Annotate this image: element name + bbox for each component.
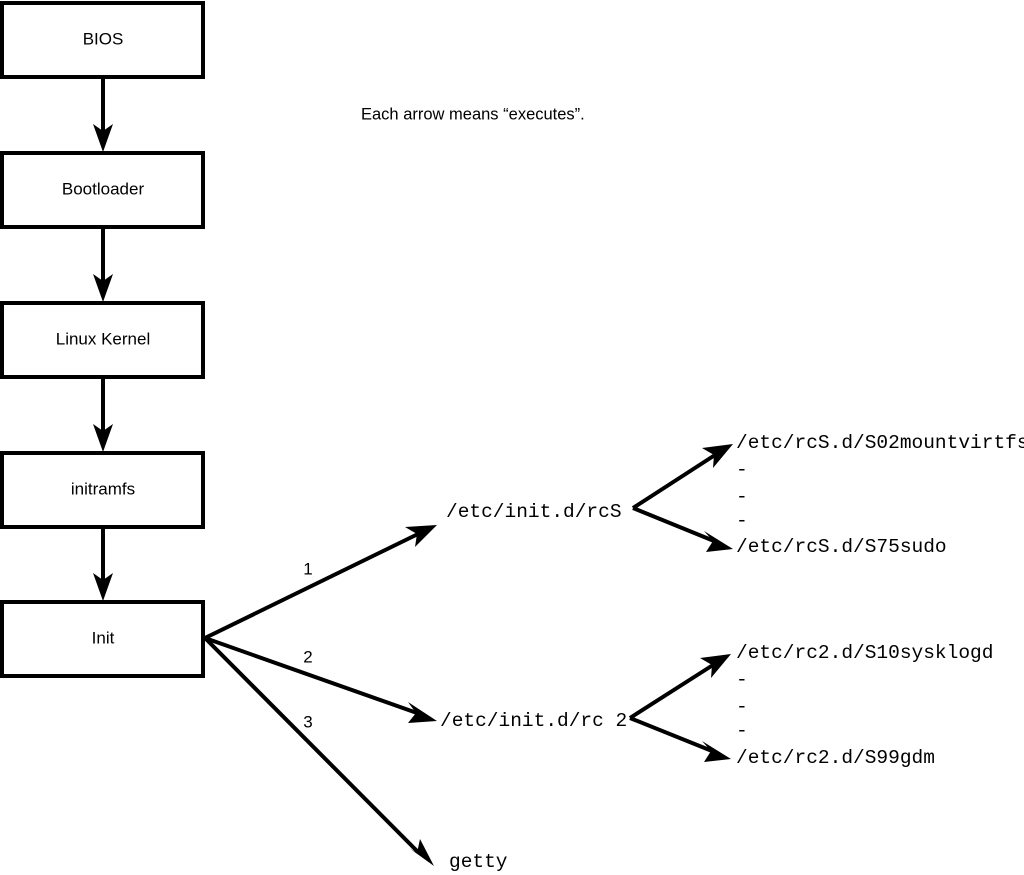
bootloader-label: Bootloader (62, 179, 145, 198)
arrow-rc2-to-first-script (628, 654, 731, 720)
target-label-getty: getty (449, 851, 508, 873)
arrow-rcs-to-last-script (632, 506, 733, 552)
arrow-initramfs-to-init (93, 527, 113, 601)
arrowhead-icon (702, 741, 731, 762)
target-label-rc2: /etc/init.d/rc 2 (440, 710, 627, 732)
diagram-caption: Each arrow means “executes”. (361, 105, 585, 123)
rc2-script-last: /etc/rc2.d/S99gdm (736, 747, 935, 769)
arrow-rcs-to-first-script (631, 444, 733, 510)
arrowhead-icon (93, 573, 113, 601)
bios-box (0, 1, 205, 79)
linux-kernel-label: Linux Kernel (56, 329, 151, 348)
rc2-ellipsis-dash: - (736, 669, 748, 691)
rcs-ellipsis-dash: - (736, 459, 748, 481)
arrowhead-icon (700, 654, 731, 678)
arrow-init-to-getty (203, 636, 434, 866)
arrowhead-icon (408, 702, 437, 723)
edge-number-2: 2 (303, 647, 312, 666)
arrow-bootloader-to-kernel (93, 227, 113, 302)
arrow-init-to-rcs (204, 525, 437, 640)
node-bootloader: Bootloader (0, 151, 205, 229)
arrowhead-icon (704, 531, 733, 552)
rc2-script-first: /etc/rc2.d/S10sysklogd (736, 642, 993, 664)
arrowhead-icon (409, 839, 434, 866)
node-initramfs: initramfs (0, 451, 205, 529)
init-label: Init (92, 628, 115, 647)
node-linux-kernel: Linux Kernel (0, 301, 205, 379)
rc2-ellipsis-dash: - (736, 720, 748, 742)
initramfs-label: initramfs (71, 479, 135, 498)
rcs-script-last: /etc/rcS.d/S75sudo (736, 536, 947, 558)
arrowhead-icon (93, 124, 113, 152)
arrow-init-to-rc2 (204, 636, 437, 723)
arrowhead-icon (93, 424, 113, 452)
bios-label: BIOS (83, 29, 124, 48)
target-label-rcs: /etc/init.d/rcS (446, 501, 622, 523)
rc2-ellipsis-dash: - (736, 696, 748, 718)
arrow-rc2-to-last-script (629, 716, 731, 762)
rcs-ellipsis-dash: - (736, 510, 748, 532)
init-box (0, 600, 205, 678)
node-bios: BIOS (0, 1, 205, 79)
rcs-ellipsis-dash: - (736, 486, 748, 508)
edge-number-3: 3 (303, 712, 312, 731)
arrow-bios-to-bootloader (93, 77, 113, 152)
arrow-kernel-to-initramfs (93, 377, 113, 452)
arrowhead-icon (93, 274, 113, 302)
edge-number-1: 1 (303, 559, 312, 578)
node-init: Init (0, 600, 205, 678)
rcs-script-first: /etc/rcS.d/S02mountvirtfs (736, 432, 1024, 454)
initramfs-box (0, 451, 205, 529)
arrowhead-icon (702, 444, 733, 468)
arrowhead-icon (405, 525, 437, 547)
